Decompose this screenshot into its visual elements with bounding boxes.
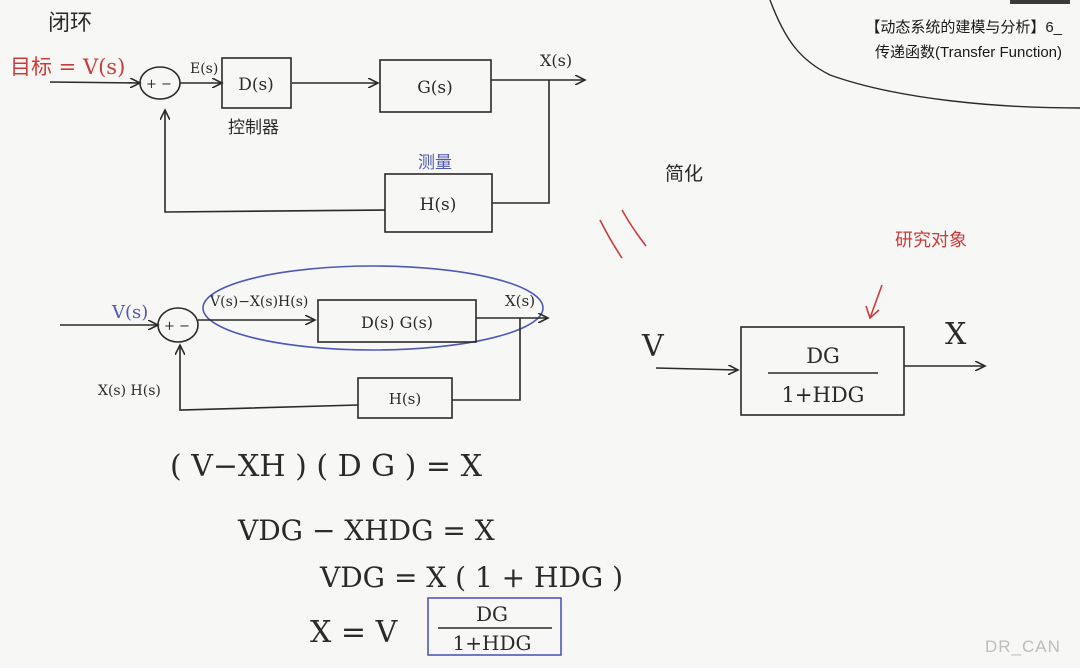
forward-block-label: D(s) G(s) [361,313,433,332]
title-line-1: 【动态系统的建模与分析】6_ [865,19,1062,36]
diagram2-signal-label: V(s)−X(s)H(s) [209,294,308,310]
controller-caption: 控制器 [228,118,279,138]
equation-1: ( V−XH ) ( D G ) = X [170,449,483,484]
diagram1-error-label: E(s) [190,61,218,77]
diagram2-feedback-block [357,377,453,419]
result-box [427,597,562,656]
measure-caption: 测量 [418,153,452,173]
diagram2-summing-junction [157,307,199,343]
research-arrow [869,284,883,319]
diagram3-input-label: V [641,329,665,364]
diagram2-feedback-block-label: H(s) [389,390,421,408]
diagram2-output-label: X(s) [505,292,535,310]
diagram1-output-label: X(s) [540,51,572,70]
feedback-block-label: H(s) [420,195,457,215]
title-line-2: 传递函数(Transfer Function) [875,44,1062,61]
diagram1-heading: 闭环 [48,11,92,36]
diagram1-input-label: 目标 = V(s) [10,55,125,79]
result-numerator: DG [476,602,508,626]
diagram2-input-label: V(s) [111,302,148,323]
feedback-block [384,173,493,233]
research-caption: 研究对象 [895,230,967,251]
closed-loop-denominator: 1+HDG [782,383,865,407]
forward-block [317,299,477,343]
forward-path-highlight [202,265,544,351]
equation-4: X = V [310,615,399,650]
controller-block-label: D(s) [238,75,274,95]
diagram1-sum-sign: + − [146,77,172,92]
equation-3: VDG = X ( 1 + HDG ) [319,561,623,594]
equation-2: VDG − XHDG = X [237,514,495,547]
closed-loop-numerator: DG [806,344,840,368]
diagram3-output-label: X [945,317,967,352]
controller-block [221,57,292,109]
simplify-note: 简化 [665,163,703,185]
title-bubble-outline [769,0,1080,109]
diagram2-sum-sign: + − [164,319,190,334]
equivalence-mark [599,209,647,259]
plant-block [379,59,492,113]
title-tab [1010,0,1070,4]
plant-block-label: G(s) [417,78,453,98]
watermark: DR_CAN [985,637,1061,656]
closed-loop-block [740,326,905,416]
diagram2-feedback-label: X(s) H(s) [98,383,161,399]
result-denominator: 1+HDG [453,631,532,655]
